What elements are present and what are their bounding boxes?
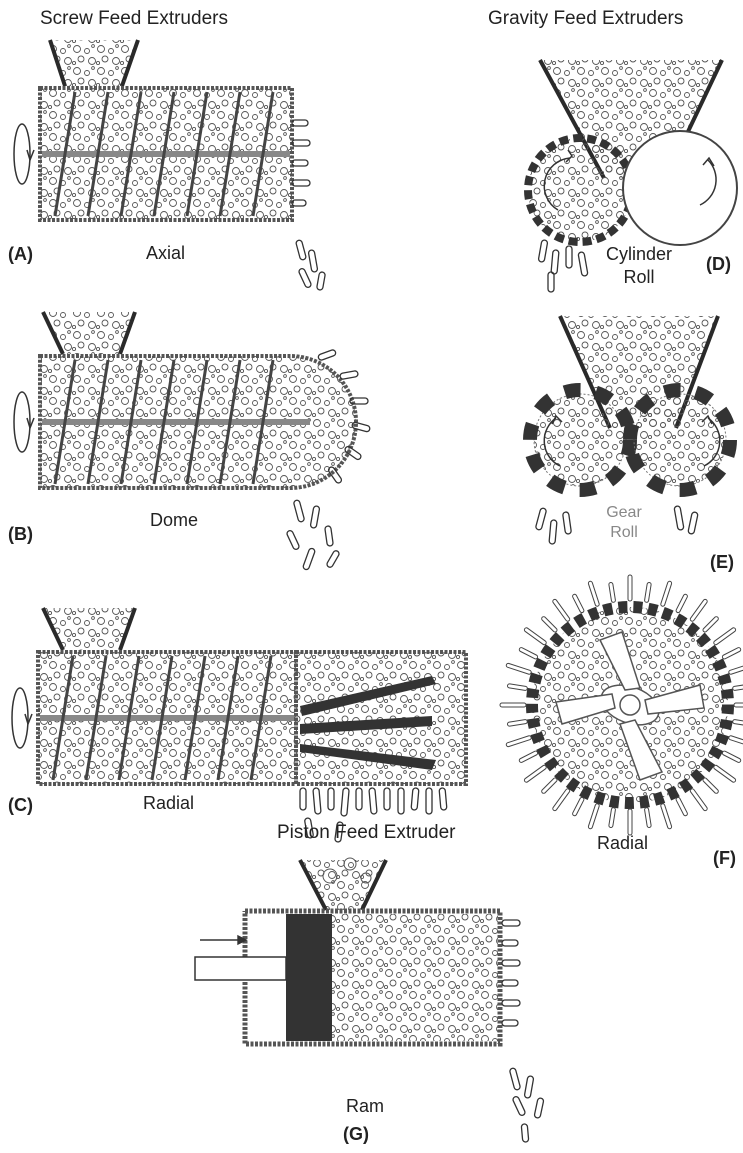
panel-d-caption-line2: Roll [597, 266, 681, 289]
feed-material-g [332, 914, 498, 1041]
ram-head-g [286, 914, 332, 1041]
extrudate-spoke-inner [555, 601, 568, 619]
extrudate-spoke-inner [526, 767, 544, 780]
extrudate-d [538, 240, 588, 292]
panel-b-caption: Dome [150, 510, 198, 531]
hopper-b [43, 312, 135, 354]
header-piston-feed: Piston Feed Extruder [277, 822, 455, 844]
panel-c-radial-extruder [12, 608, 466, 842]
extrudate-spoke-inner [692, 601, 705, 619]
ram-rod-g [195, 957, 286, 980]
extrudate-spoke-inner [716, 630, 734, 643]
radial-screen-c [296, 652, 466, 784]
panel-g-letter: (G) [343, 1124, 369, 1145]
rotation-arrow-a [14, 124, 34, 184]
extrudate-spoke-inner [705, 619, 716, 630]
extrudate-spoke-inner [544, 619, 555, 630]
extrudate-spoke-inner [705, 780, 716, 791]
panel-b-dome-extruder [14, 312, 370, 570]
rotation-arrow-c [12, 688, 32, 748]
gear-right-e [630, 390, 730, 490]
panel-d-caption: Cylinder Roll [597, 243, 681, 289]
header-gravity-feed: Gravity Feed Extruders [488, 8, 683, 30]
panel-c-caption: Radial [143, 793, 194, 814]
panel-c-letter: (C) [8, 795, 33, 816]
panel-e-caption-line1: Gear [598, 503, 650, 523]
panel-d-letter: (D) [706, 254, 731, 275]
panel-a-caption: Axial [146, 243, 185, 264]
perforated-roll-d [528, 138, 632, 242]
panel-f-caption: Radial [597, 833, 648, 854]
panel-e-caption: Gear Roll [598, 503, 650, 543]
header-screw-feed: Screw Feed Extruders [40, 8, 228, 30]
panel-f-radial-gravity [502, 577, 743, 833]
panel-f-letter: (F) [713, 848, 736, 869]
panel-e-letter: (E) [710, 552, 734, 573]
extrudate-spoke-inner [716, 767, 734, 780]
panel-g-caption: Ram [346, 1096, 384, 1117]
hopper-g [300, 858, 386, 910]
extrudate-a [292, 120, 326, 290]
extrudate-spoke-inner [692, 791, 705, 809]
panel-b-letter: (B) [8, 524, 33, 545]
hopper-a [50, 40, 138, 86]
extrudate-g [502, 920, 544, 1142]
extrudate-spoke-inner [526, 630, 544, 643]
rotation-arrow-b [14, 392, 34, 452]
extrudate-spoke-inner [544, 780, 555, 791]
panel-e-caption-line2: Roll [598, 523, 650, 543]
hopper-c [43, 608, 135, 650]
panel-a-letter: (A) [8, 244, 33, 265]
solid-roll-d [623, 131, 737, 245]
panel-d-caption-line1: Cylinder [597, 243, 681, 266]
ram-direction-arrow-g [200, 936, 246, 944]
extrudate-spoke-inner [555, 791, 568, 809]
